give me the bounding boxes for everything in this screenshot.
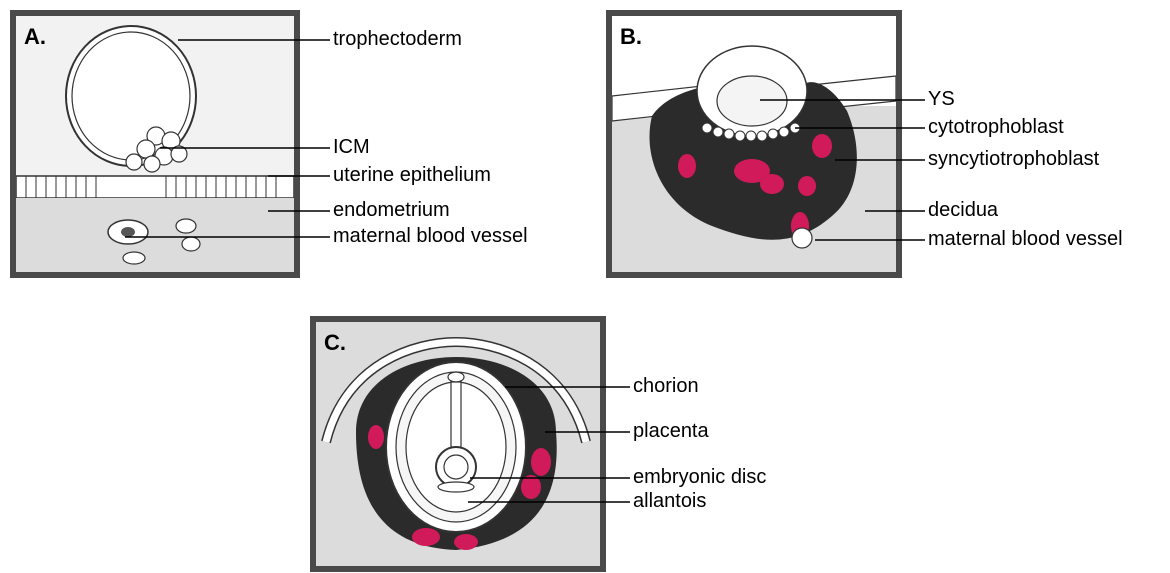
panel-a-illustration [16,16,294,272]
label-uterine-epithelium: uterine epithelium [333,164,491,187]
panel-c-frame: C. [310,316,606,572]
label-icm: ICM [333,136,370,159]
label-ys: YS [928,88,955,111]
panel-a-frame: A. [10,10,300,278]
panel-b-frame: B. [606,10,902,278]
label-chorion: chorion [633,375,699,398]
label-embryonic-disc: embryonic disc [633,466,766,489]
panel-c-letter: C. [324,330,346,356]
label-syncytiotrophoblast: syncytiotrophoblast [928,148,1099,171]
panel-b-illustration [612,16,896,272]
panel-c-illustration [316,322,600,566]
label-endometrium: endometrium [333,199,450,222]
panel-b-letter: B. [620,24,642,50]
label-maternal-blood-vessel-b: maternal blood vessel [928,228,1123,251]
label-placenta: placenta [633,420,709,443]
label-maternal-blood-vessel-a: maternal blood vessel [333,225,528,248]
panel-a-letter: A. [24,24,46,50]
label-decidua: decidua [928,199,998,222]
label-trophectoderm: trophectoderm [333,28,462,51]
label-allantois: allantois [633,490,706,513]
label-cytotrophoblast: cytotrophoblast [928,116,1064,139]
